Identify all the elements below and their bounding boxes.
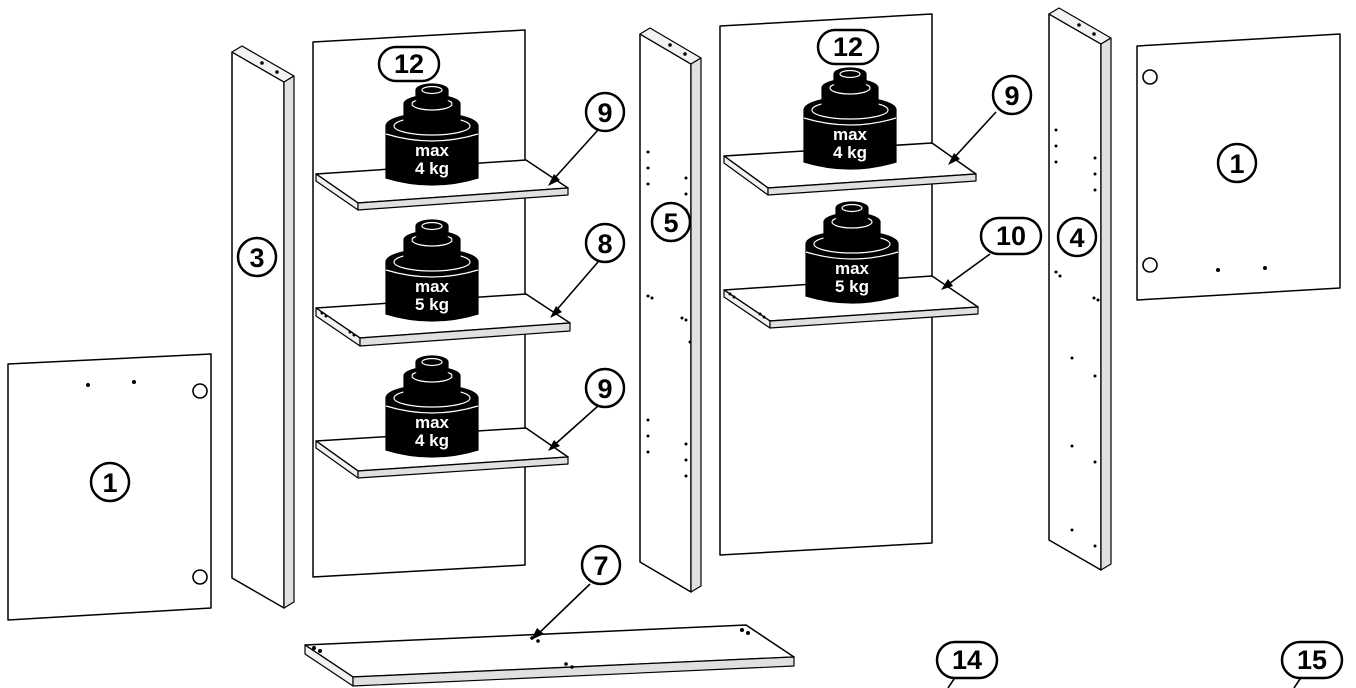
callout-shelf-8: 8 [584, 222, 626, 264]
weight-value: 4 kg [833, 143, 867, 162]
callout-base-7: 7 [580, 544, 622, 586]
callout-number: 12 [394, 49, 424, 79]
callout-number: 1 [102, 468, 117, 498]
weight-icon: max 5 kg [805, 201, 899, 304]
weight-icon: max 4 kg [385, 355, 479, 458]
weight-icon: max 4 kg [803, 67, 897, 170]
callout-back-12-right: 12 [816, 28, 880, 66]
weight-value: 4 kg [415, 431, 449, 450]
weight-label: max [833, 125, 868, 144]
callout-number: 10 [996, 221, 1026, 251]
callout-door-right: 1 [1216, 142, 1258, 184]
callout-back-12-left: 12 [377, 45, 441, 83]
weight-label: max [415, 277, 450, 296]
callout-number: 8 [597, 229, 612, 259]
callout-shelf-9-right: 9 [991, 74, 1033, 116]
weight-icon: max 5 kg [385, 219, 479, 322]
callout-number: 3 [249, 243, 264, 273]
weight-label: max [415, 413, 450, 432]
weight-value: 4 kg [415, 159, 449, 178]
callout-side-3: 3 [236, 236, 278, 278]
callout-number: 1 [1229, 149, 1244, 179]
callout-number: 15 [1297, 645, 1327, 675]
callout-number: 9 [597, 98, 612, 128]
weight-label: max [835, 259, 870, 278]
side-panel-4 [1048, 7, 1112, 571]
callout-part-14: 14 [935, 640, 999, 680]
callout-number: 14 [952, 645, 982, 675]
callout-number: 5 [663, 208, 678, 238]
side-panel-5 [639, 27, 702, 593]
callout-part-15: 15 [1280, 640, 1344, 680]
callout-side-5: 5 [650, 201, 692, 243]
side-panel-3 [231, 45, 295, 609]
callout-number: 4 [1069, 223, 1084, 253]
callout-number: 9 [597, 374, 612, 404]
base-panel-7 [304, 624, 795, 687]
callout-number: 9 [1004, 81, 1019, 111]
weight-value: 5 kg [415, 295, 449, 314]
weight-icon: max 4 kg [385, 83, 479, 186]
weight-label: max [415, 141, 450, 160]
callout-door-left: 1 [89, 461, 131, 503]
callout-shelf-9-top-left: 9 [584, 91, 626, 133]
callout-number: 7 [593, 551, 608, 581]
callout-side-4: 4 [1056, 216, 1098, 258]
callout-number: 12 [833, 32, 863, 62]
callout-shelf-9-bottom-left: 9 [584, 367, 626, 409]
callout-shelf-10: 10 [979, 216, 1043, 256]
weight-value: 5 kg [835, 277, 869, 296]
